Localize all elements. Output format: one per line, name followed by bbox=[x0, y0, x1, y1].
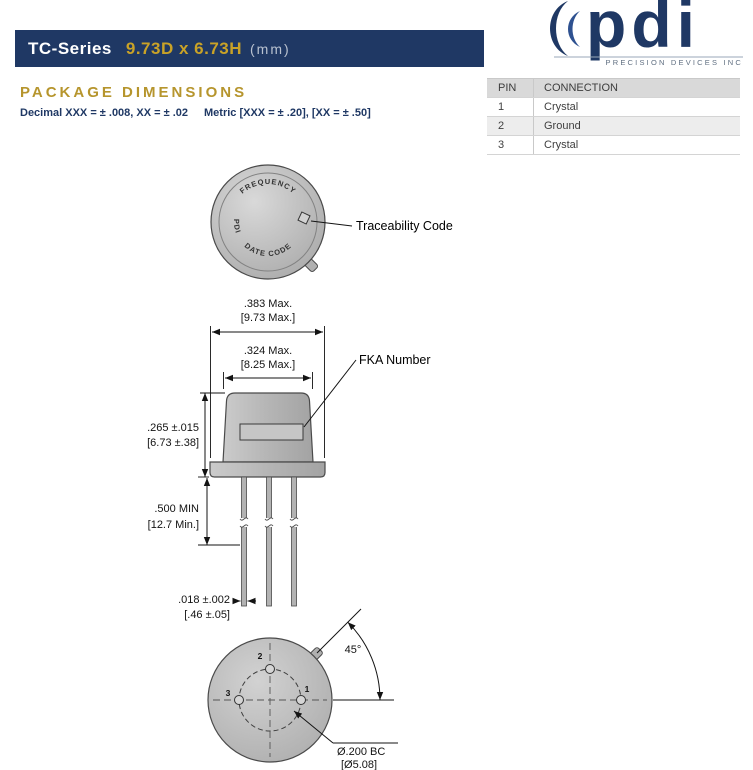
pin-3-label: 3 bbox=[226, 688, 231, 698]
logo-wordmark: pdi bbox=[586, 0, 700, 61]
series-dimensions: 9.73D x 6.73H bbox=[125, 38, 243, 58]
dim-tab-angle: 45° bbox=[345, 644, 362, 656]
pin-1-label: 1 bbox=[305, 684, 310, 694]
table-row: 3 Crystal bbox=[487, 136, 740, 155]
pin-1-hole bbox=[296, 695, 306, 705]
pin-3-hole bbox=[234, 695, 244, 705]
lead-pins bbox=[239, 476, 299, 607]
pin-connection-table: PIN CONNECTION 1 Crystal 2 Ground 3 Crys… bbox=[487, 78, 740, 155]
tolerance-note: Decimal XXX = ± .008, XX = ± .02 Metric … bbox=[20, 107, 371, 119]
connection-column-header: CONNECTION bbox=[533, 79, 740, 97]
svg-text:PDI: PDI bbox=[232, 219, 243, 235]
table-row: 2 Ground bbox=[487, 117, 740, 136]
top-view: FREQUENCY PDI DATE CODE Traceability Cod… bbox=[210, 164, 453, 280]
dim-height-mm: [6.73 ±.38] bbox=[147, 437, 199, 449]
dim-lead-length-inch: .500 MIN bbox=[154, 503, 199, 515]
dim-outer-diameter-mm: [9.73 Max.] bbox=[241, 312, 295, 324]
dim-outer-diameter-inch: .383 Max. bbox=[244, 298, 292, 310]
lead-pin bbox=[291, 476, 297, 607]
pin-connection: Crystal bbox=[533, 136, 740, 154]
dim-bolt-circle-mm: [Ø5.08] bbox=[341, 759, 377, 770]
dim-cap-diameter-inch: .324 Max. bbox=[244, 345, 292, 357]
lead-break-marks bbox=[239, 517, 299, 528]
traceability-code-label: Traceability Code bbox=[356, 219, 453, 233]
lead-pin bbox=[266, 476, 272, 607]
tolerance-metric: Metric [XXX = ± .20], [XX = ± .50] bbox=[204, 107, 371, 119]
break-gap bbox=[264, 518, 274, 527]
logo-tagline: PRECISION DEVICES INC bbox=[606, 58, 743, 67]
package-dimensions-drawing: FREQUENCY PDI DATE CODE Traceability Cod… bbox=[147, 164, 453, 770]
dim-lead-diameter-inch: .018 ±.002 bbox=[178, 594, 230, 606]
pin-column-header: PIN bbox=[498, 82, 517, 94]
logo-swoosh-inner-icon bbox=[568, 11, 580, 47]
dim-height-inch: .265 ±.015 bbox=[147, 422, 199, 434]
angle-arc bbox=[347, 621, 384, 701]
bolt-circle-leader bbox=[293, 710, 334, 744]
marking-pdi: PDI bbox=[232, 219, 242, 235]
dim-lead-length-mm: [12.7 Min.] bbox=[148, 519, 199, 531]
tolerance-decimal: Decimal XXX = ± .008, XX = ± .02 bbox=[20, 107, 189, 119]
break-squiggle bbox=[264, 517, 274, 528]
angle-tab-line bbox=[316, 608, 362, 654]
pin-number: 2 bbox=[498, 120, 505, 132]
dim-lead-diameter-mm: [.46 ±.05] bbox=[184, 609, 230, 621]
series-units: (mm) bbox=[250, 40, 291, 57]
can-flange-outline bbox=[209, 461, 326, 478]
page-title: PACKAGE DIMENSIONS bbox=[20, 84, 248, 101]
pin-table-header-row: PIN CONNECTION bbox=[487, 79, 740, 98]
dim-bolt-circle-inch: Ø.200 BC bbox=[337, 746, 385, 758]
series-title-bar: TC-Series 9.73D x 6.73H (mm) bbox=[15, 30, 484, 67]
break-squiggle bbox=[239, 517, 249, 528]
pin-2-label: 2 bbox=[258, 651, 263, 661]
pin-number: 1 bbox=[498, 101, 505, 113]
series-name: TC-Series bbox=[28, 38, 112, 58]
break-gap bbox=[289, 518, 299, 527]
dim-cap-diameter-mm: [8.25 Max.] bbox=[241, 359, 295, 371]
logo-swoosh-outer-icon bbox=[550, 1, 568, 56]
fka-leader-line bbox=[303, 359, 357, 428]
break-squiggle bbox=[289, 517, 299, 528]
fka-number-label: FKA Number bbox=[359, 353, 431, 367]
pdi-logo-graphic: pdi PRECISION DEVICES INC bbox=[550, 0, 743, 67]
bottom-view: 2 3 1 45° Ø.200 BC [Ø5.08] bbox=[207, 608, 398, 770]
pdi-logo: pdi PRECISION DEVICES INC bbox=[530, 0, 745, 68]
can-top-outline bbox=[210, 164, 326, 280]
pin-2-hole bbox=[265, 664, 275, 674]
pin-number: 3 bbox=[498, 139, 505, 151]
pin-connection: Ground bbox=[533, 117, 740, 135]
fka-number-plate bbox=[239, 423, 304, 441]
lead-pin bbox=[241, 476, 247, 607]
break-gap bbox=[239, 518, 249, 527]
traceability-code-mark bbox=[297, 211, 311, 225]
side-view: .383 Max. [9.73 Max.] .324 Max. [8.25 Ma… bbox=[147, 298, 430, 621]
pin-connection: Crystal bbox=[533, 98, 740, 116]
traceability-leader-line bbox=[310, 220, 353, 227]
table-row: 1 Crystal bbox=[487, 98, 740, 117]
